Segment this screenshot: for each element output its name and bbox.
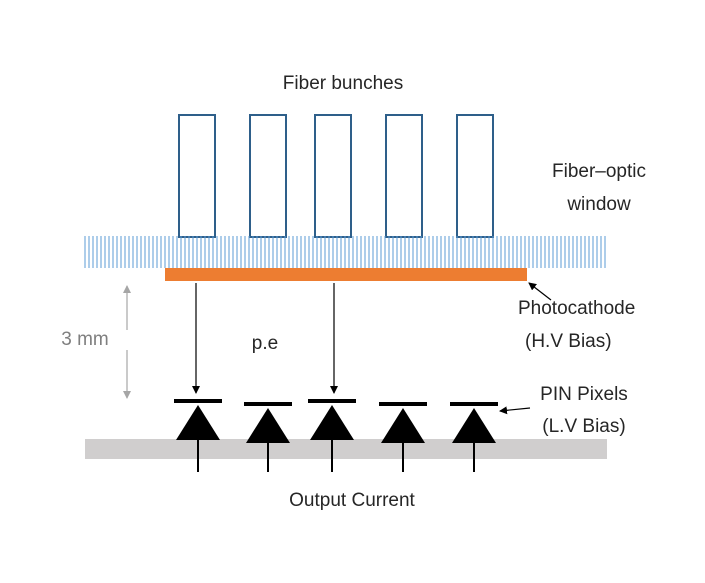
gap-label: 3 mm (61, 329, 109, 350)
fiber-optic-window-label-line1: Fiber–optic (552, 161, 646, 182)
pin-pixels (174, 399, 498, 472)
fiber-bunch (456, 114, 494, 238)
substrate (85, 439, 607, 459)
pin-pixel (379, 402, 427, 472)
output-current-label: Output Current (289, 490, 415, 511)
photocathode-label-line1: Photocathode (518, 298, 635, 319)
pin-pixels-label-line2: (L.V Bias) (542, 416, 625, 437)
pe-label: p.e (252, 333, 278, 354)
fiber-bunch (178, 114, 216, 238)
pin-pixels-pointer (499, 406, 531, 415)
photocathode (165, 268, 527, 281)
photocathode-label-line2: (H.V Bias) (525, 331, 612, 352)
pin-pixel (244, 402, 292, 472)
pin-pixels-label-line1: PIN Pixels (540, 384, 628, 405)
fiber-bunch (314, 114, 352, 238)
fiber-bunches (178, 114, 494, 238)
fiber-bunches-label: Fiber bunches (283, 73, 403, 94)
fiber-optic-window (84, 236, 607, 268)
pin-pixel (308, 399, 356, 472)
pin-pixel (450, 402, 498, 472)
pin-pixel (174, 399, 222, 472)
photocathode-pointer (528, 282, 552, 301)
fiber-bunch (249, 114, 287, 238)
fiber-bunch (385, 114, 423, 238)
fiber-optic-window-label-line2: window (566, 194, 631, 215)
